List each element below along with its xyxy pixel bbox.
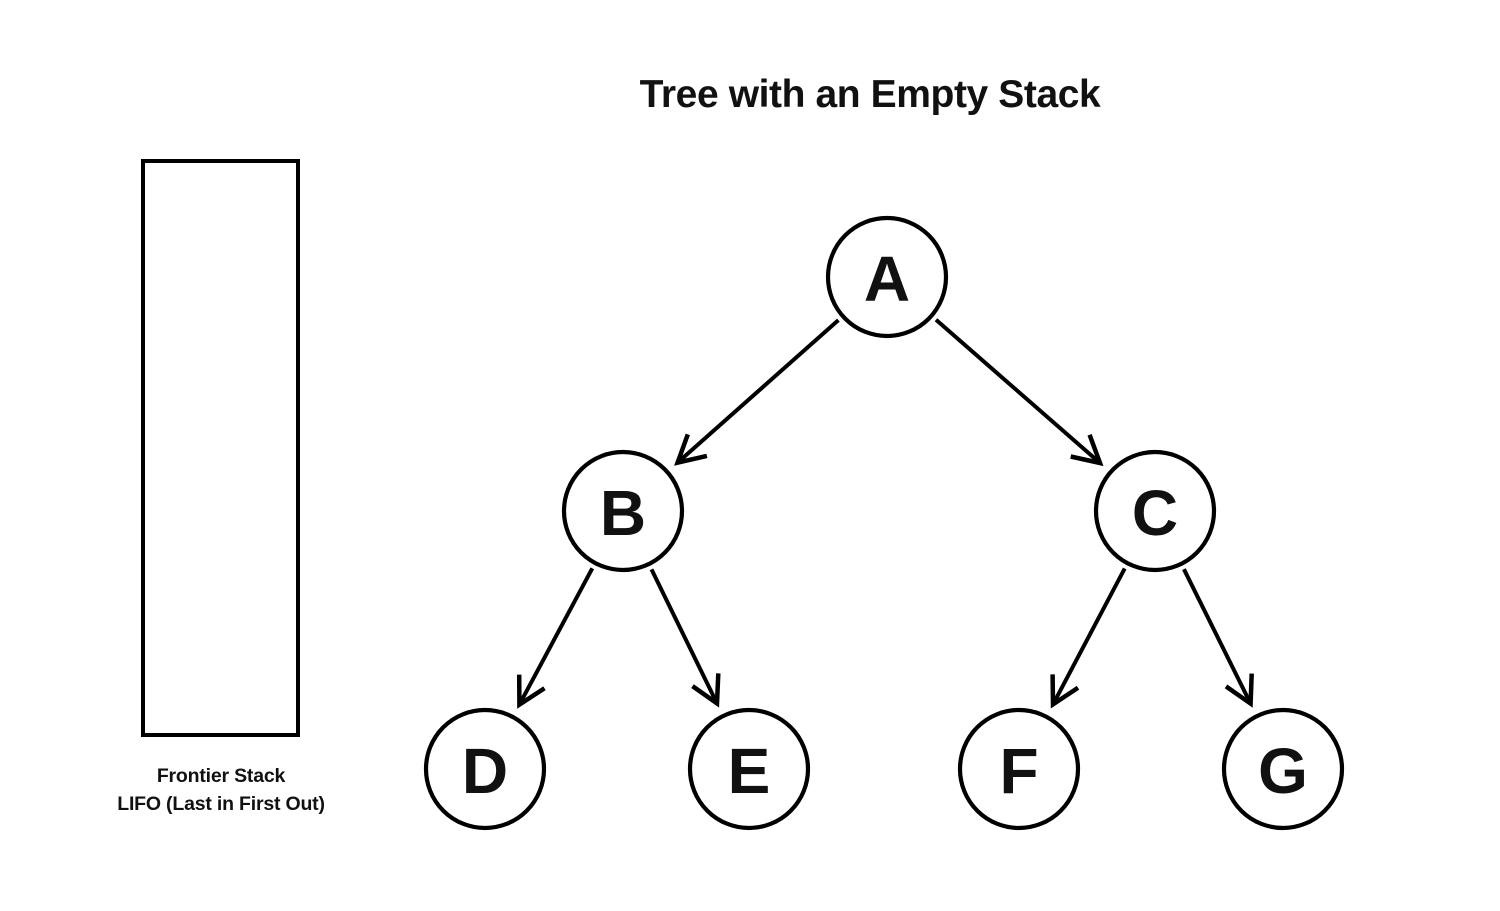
node-label-f: F: [999, 735, 1038, 807]
node-label-b: B: [600, 477, 646, 549]
edge-line: [517, 567, 595, 706]
frontier-stack-caption-line-2: LIFO (Last in First Out): [117, 793, 325, 816]
edge-line: [676, 318, 840, 465]
node-label-e: E: [728, 735, 771, 807]
edge-line: [934, 318, 1102, 465]
node-circle-g[interactable]: [1221, 707, 1345, 831]
edge-line: [649, 568, 719, 705]
frontier-stack-box: [141, 159, 300, 737]
node-circle-c[interactable]: [1093, 449, 1217, 573]
node-label-c: C: [1132, 477, 1178, 549]
edge-a-to-b: [674, 318, 840, 466]
tree-node-b[interactable]: B: [561, 449, 685, 573]
arrow-head-icon: [1050, 674, 1080, 709]
node-circle-d[interactable]: [423, 707, 547, 831]
arrow-head-icon: [691, 673, 721, 708]
tree-node-f[interactable]: F: [957, 707, 1081, 831]
tree-node-e[interactable]: E: [687, 707, 811, 831]
node-circle-f[interactable]: [957, 707, 1081, 831]
edge-a-to-c: [934, 318, 1104, 467]
node-circle-a[interactable]: [825, 215, 949, 339]
arrow-head-icon: [1224, 673, 1254, 708]
edge-c-to-f: [1050, 567, 1127, 709]
frontier-stack-caption-line-1: Frontier Stack: [156, 765, 286, 787]
tree-node-g[interactable]: G: [1221, 707, 1345, 831]
edge-b-to-d: [516, 567, 595, 709]
node-label-a: A: [864, 243, 910, 315]
edge-b-to-e: [649, 568, 721, 708]
node-circle-e[interactable]: [687, 707, 811, 831]
arrow-head-icon: [674, 433, 708, 466]
node-label-g: G: [1258, 735, 1308, 807]
tree-node-a[interactable]: A: [825, 215, 949, 339]
arrow-head-icon: [1070, 434, 1104, 467]
tree-node-c[interactable]: C: [1093, 449, 1217, 573]
tree-node-d[interactable]: D: [423, 707, 547, 831]
edge-line: [1051, 567, 1127, 706]
page-title: Tree with an Empty Stack: [639, 73, 1101, 116]
arrow-head-icon: [516, 674, 546, 709]
edge-c-to-g: [1182, 568, 1254, 708]
edge-line: [1182, 568, 1253, 705]
frontier-stack-caption: Frontier Stack LIFO (Last in First Out): [51, 762, 391, 819]
node-label-d: D: [462, 735, 508, 807]
edge-layer: [516, 318, 1254, 709]
node-layer: A B C D E F G: [423, 215, 1345, 831]
node-circle-b[interactable]: [561, 449, 685, 573]
